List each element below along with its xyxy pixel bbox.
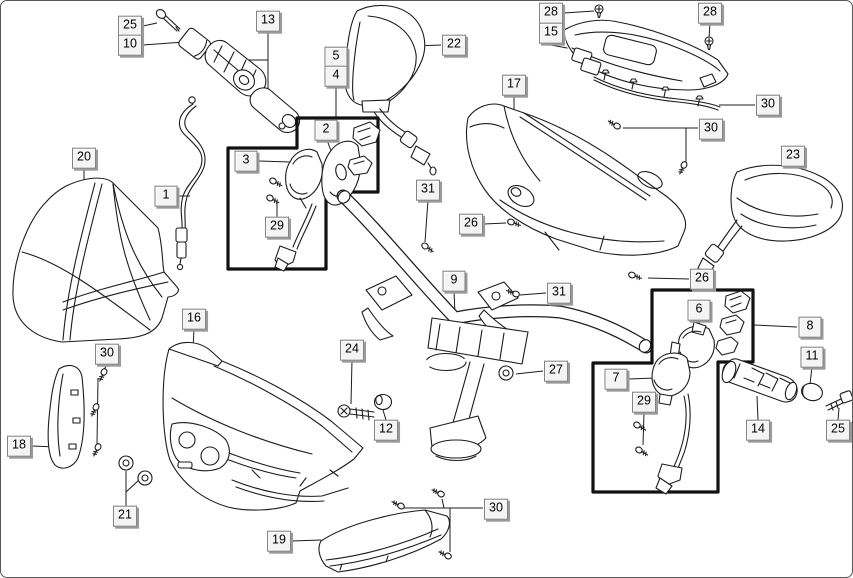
leader-line xyxy=(520,293,546,295)
assembly-box-left xyxy=(228,118,378,269)
leader-line xyxy=(442,499,444,508)
callout-28[interactable]: 28 xyxy=(539,2,563,24)
callout-8[interactable]: 8 xyxy=(798,316,822,338)
leader-line xyxy=(259,161,290,162)
part-side-trim-18 xyxy=(48,366,84,469)
leader-line xyxy=(564,11,594,13)
bolt-24 xyxy=(338,405,374,420)
callout-28-2[interactable]: 28 xyxy=(698,2,722,24)
callout-29[interactable]: 29 xyxy=(265,216,289,238)
assembly-box-right xyxy=(593,290,753,492)
leader-line xyxy=(383,410,386,420)
part-switch-housing-7 xyxy=(652,353,690,405)
part-grip-left-assembly xyxy=(155,8,300,133)
callout-30[interactable]: 30 xyxy=(756,94,780,116)
callout-17[interactable]: 17 xyxy=(502,74,526,96)
callout-30-2[interactable]: 30 xyxy=(699,118,723,140)
cap-12 xyxy=(375,395,392,410)
leader-line xyxy=(516,371,543,374)
part-switch-housing-2 xyxy=(322,141,360,205)
part-front-fairing-16 xyxy=(163,342,363,510)
part-mirror-left xyxy=(344,5,436,175)
callout-25[interactable]: 25 xyxy=(118,15,142,37)
callout-7[interactable]: 7 xyxy=(604,368,628,390)
callout-19[interactable]: 19 xyxy=(267,530,291,552)
callout-12[interactable]: 12 xyxy=(374,419,398,441)
leader-line xyxy=(757,396,758,420)
leader-line xyxy=(97,378,98,444)
callout-27[interactable]: 27 xyxy=(544,360,568,382)
leader-line xyxy=(838,408,839,420)
leader-line xyxy=(810,367,812,384)
callout-26-2[interactable]: 26 xyxy=(690,268,714,290)
callout-31[interactable]: 31 xyxy=(416,179,440,201)
callout-30-4[interactable]: 30 xyxy=(484,498,508,520)
wire-right-switch xyxy=(656,394,690,494)
callout-9[interactable]: 9 xyxy=(442,270,466,292)
bolt-25-right xyxy=(826,390,853,410)
part-switch-buttons-left xyxy=(348,122,380,175)
callout-25-2[interactable]: 25 xyxy=(826,419,850,441)
part-grip-right-14 xyxy=(720,359,799,402)
leader-line xyxy=(484,223,506,224)
callout-26[interactable]: 26 xyxy=(459,213,483,235)
cap-11 xyxy=(800,381,825,403)
callout-23[interactable]: 23 xyxy=(781,145,805,167)
callout-22[interactable]: 22 xyxy=(442,34,466,56)
callout-20[interactable]: 20 xyxy=(72,147,96,169)
part-spoiler-19 xyxy=(319,510,449,572)
leader-line xyxy=(351,360,352,404)
part-windshield xyxy=(13,178,179,342)
callout-5[interactable]: 5 xyxy=(324,46,348,68)
callout-2[interactable]: 2 xyxy=(314,119,338,141)
callout-11[interactable]: 11 xyxy=(800,346,824,368)
callout-31-2[interactable]: 31 xyxy=(547,282,571,304)
callout-10[interactable]: 10 xyxy=(118,34,142,56)
part-switch-housing-6 xyxy=(670,322,714,368)
callout-30-3[interactable]: 30 xyxy=(95,343,119,365)
part-switch-buttons-right xyxy=(716,291,750,355)
bolt-25-top-left xyxy=(155,8,180,31)
callout-3[interactable]: 3 xyxy=(234,150,258,172)
leader-line xyxy=(143,23,157,26)
part-handlebar-cover-17 xyxy=(467,104,686,255)
part-mirror-right xyxy=(698,165,842,275)
wire-left-switch xyxy=(275,204,316,271)
callout-29-2[interactable]: 29 xyxy=(632,391,656,413)
callout-4[interactable]: 4 xyxy=(324,65,348,87)
callout-13[interactable]: 13 xyxy=(256,10,280,32)
leader-line xyxy=(425,200,428,242)
leader-line xyxy=(709,23,710,38)
leader-line xyxy=(126,480,139,492)
callout-6[interactable]: 6 xyxy=(687,299,711,321)
leader-line xyxy=(292,540,321,541)
callout-14[interactable]: 14 xyxy=(746,419,770,441)
callout-24[interactable]: 24 xyxy=(340,339,364,361)
part-switch-housing-3 xyxy=(286,149,323,208)
part-trim-strip-30 xyxy=(594,69,720,110)
leader-line xyxy=(143,42,184,45)
leader-line xyxy=(648,278,689,279)
part-throttle-cable xyxy=(176,97,205,270)
part-handlebar-9 xyxy=(336,188,653,460)
leader-line xyxy=(754,325,797,327)
callout-18[interactable]: 18 xyxy=(7,435,31,457)
callout-1[interactable]: 1 xyxy=(154,185,178,207)
callout-21[interactable]: 21 xyxy=(113,505,137,527)
callout-15[interactable]: 15 xyxy=(539,22,563,44)
leader-line xyxy=(327,140,331,151)
callout-16[interactable]: 16 xyxy=(182,308,206,330)
